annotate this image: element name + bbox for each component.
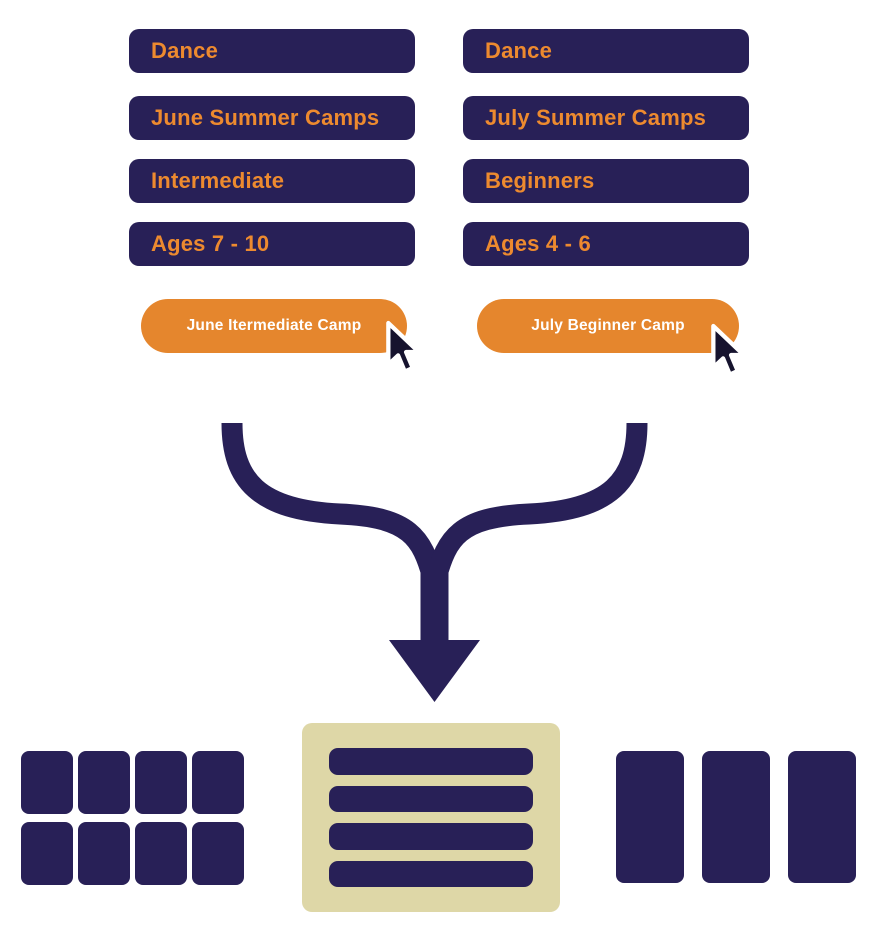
grid-cell — [135, 751, 187, 814]
tall-card — [788, 751, 856, 883]
july-level-field: Beginners — [463, 159, 749, 203]
grid-cell — [192, 751, 244, 814]
july-session-field: July Summer Camps — [463, 96, 749, 140]
june-intermediate-camp-button[interactable]: June Itermediate Camp — [141, 299, 407, 353]
july-button-label: July Beginner Camp — [531, 317, 685, 334]
june-activity-field: Dance — [129, 29, 415, 73]
grid-cell — [78, 751, 130, 814]
june-session-field: June Summer Camps — [129, 96, 415, 140]
list-row-bar — [329, 785, 533, 812]
card-row — [616, 751, 856, 883]
tall-card — [702, 751, 770, 883]
july-ages-label: Ages 4 - 6 — [485, 231, 591, 256]
grid-cell — [21, 822, 73, 885]
june-level-field: Intermediate — [129, 159, 415, 203]
tall-card — [616, 751, 684, 883]
june-ages-field: Ages 7 - 10 — [129, 222, 415, 266]
july-activity-field: Dance — [463, 29, 749, 73]
grid-cell — [21, 751, 73, 814]
cursor-icon — [711, 323, 747, 377]
june-ages-label: Ages 7 - 10 — [151, 231, 270, 256]
july-session-label: July Summer Camps — [485, 105, 707, 130]
cursor-icon — [386, 320, 422, 374]
july-ages-field: Ages 4 - 6 — [463, 222, 749, 266]
list-row-bar — [329, 748, 533, 775]
schedule-block-grid — [21, 751, 244, 885]
july-level-label: Beginners — [485, 168, 595, 193]
list-row-bar — [329, 823, 533, 850]
grid-cell — [78, 822, 130, 885]
grid-cell — [135, 822, 187, 885]
july-activity-label: Dance — [485, 38, 553, 63]
june-level-label: Intermediate — [151, 168, 285, 193]
merge-arrow-icon — [221, 422, 648, 702]
grid-cell — [192, 822, 244, 885]
list-row-bar — [329, 860, 533, 887]
june-activity-label: Dance — [151, 38, 219, 63]
june-session-label: June Summer Camps — [151, 105, 380, 130]
roster-list-panel — [302, 723, 560, 912]
july-beginner-camp-button[interactable]: July Beginner Camp — [477, 299, 739, 353]
june-button-label: June Itermediate Camp — [186, 317, 362, 334]
